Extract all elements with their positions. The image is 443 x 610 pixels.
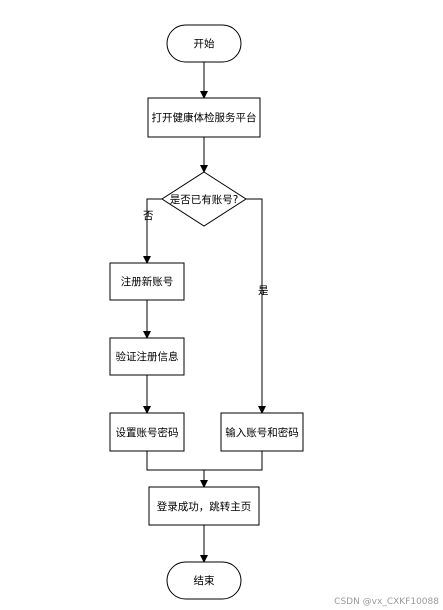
login-success-label: 登录成功，跳转主页 <box>157 500 252 513</box>
verify-label: 验证注册信息 <box>116 350 179 363</box>
has-account-label: 是否已有账号? <box>170 193 239 206</box>
open-platform-label: 打开健康体检服务平台 <box>152 111 257 124</box>
input-credentials-node: 输入账号和密码 <box>220 412 304 452</box>
end-node: 结束 <box>166 561 242 600</box>
watermark-text: CSDN @vx_CXKF10088 <box>334 597 439 607</box>
has-account-decision: 是否已有账号? <box>161 171 247 227</box>
set-credentials-label: 设置账号密码 <box>116 426 179 439</box>
edge-decision-no <box>143 198 162 264</box>
edge-input-to-merge <box>204 451 263 471</box>
edge-set-to-merge <box>146 451 204 471</box>
set-credentials-node: 设置账号密码 <box>109 412 185 452</box>
register-label: 注册新账号 <box>121 275 174 288</box>
edge-label-yes: 是 <box>258 285 269 297</box>
verify-node: 验证注册信息 <box>109 337 185 376</box>
input-credentials-label: 输入账号和密码 <box>225 426 299 439</box>
open-platform-node: 打开健康体检服务平台 <box>147 97 261 138</box>
register-node: 注册新账号 <box>109 262 185 301</box>
edge-decision-yes <box>246 198 266 414</box>
start-label: 开始 <box>194 37 215 50</box>
login-success-node: 登录成功，跳转主页 <box>148 486 260 526</box>
edge-label-no: 否 <box>143 210 154 222</box>
start-node: 开始 <box>166 24 242 63</box>
end-label: 结束 <box>194 574 215 587</box>
